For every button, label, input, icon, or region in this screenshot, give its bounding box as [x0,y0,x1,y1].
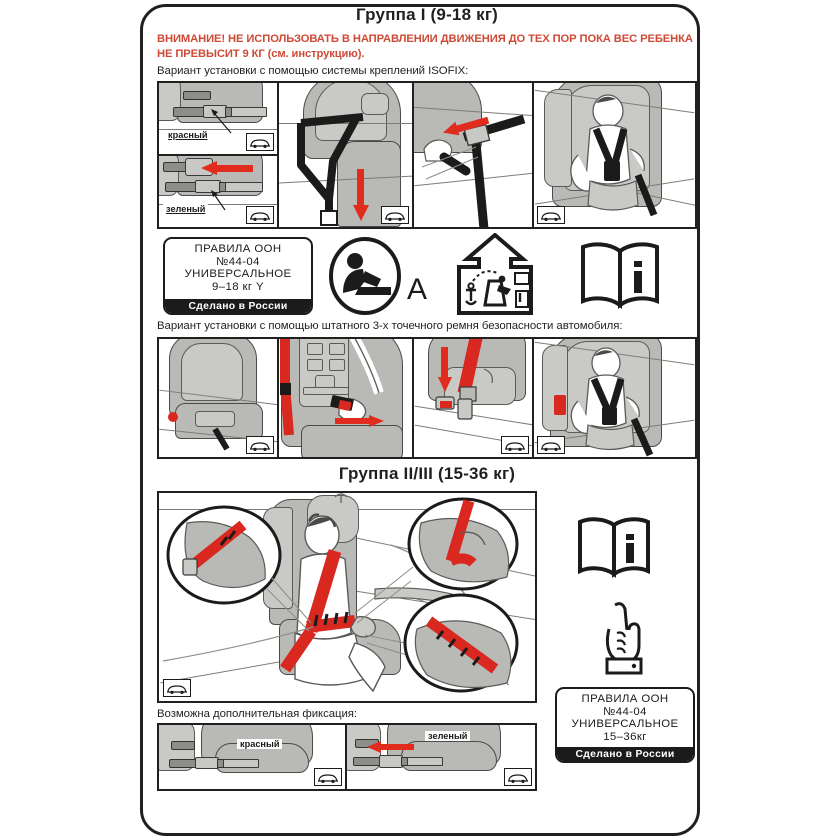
panel-isofix-green: зеленый [159,156,277,227]
group23-extra-caption: Возможна дополнительная фиксация: [157,708,358,721]
car-icon [163,679,191,698]
made-in-russia: Сделано в России [165,299,311,314]
panel-extra-red: красный [159,725,348,790]
top-tether-anchor-icon [449,232,541,317]
panel-top-tether-strap [279,83,414,228]
cert-line-2: №44-04 [216,255,260,268]
car-icon [246,206,274,225]
car-icon [504,768,532,787]
label-green-extra: зеленый [425,731,471,742]
group1-title-text: Группа I (9-18 кг) [355,5,499,24]
group23-title-text: Группа II/III (15-36 кг) [338,464,516,484]
group1-isofix-caption: Вариант установки с помощью системы креп… [157,64,469,77]
isofix-class-letter: A [407,273,428,307]
panel-child-secured-belt [534,339,695,458]
car-icon [314,768,343,787]
panel-isofix-red: красный [159,83,277,157]
group1-isofix-panels: красный [157,81,697,230]
car-icon [537,436,565,455]
manual-book-icon [577,235,663,315]
car-icon [501,436,529,455]
certification-plate-group23: ПРАВИЛА ООН №44-04 УНИВЕРСАЛЬНОЕ 15–36кг… [555,687,695,764]
cert-line-3: УНИВЕРСАЛЬНОЕ [184,268,292,281]
child-in-seat-icon [329,237,407,316]
cert2-line-1: ПРАВИЛА ООН [581,693,669,706]
arrow-right-icon [335,415,385,428]
panel-tether-tension [414,83,534,228]
panel-isofix-connectors: красный [159,83,279,228]
cert2-line-3: УНИВЕРСАЛЬНОЕ [571,718,679,731]
label-content: Группа I (9-18 кг) ВНИМАНИЕ! НЕ ИСПОЛЬЗО… [157,5,697,834]
arrow-down-icon [353,169,369,222]
arrow-down-icon [438,347,452,393]
label-red-extra: красный [237,739,283,750]
label-green-isofix: зеленый [163,204,209,215]
car-icon [537,206,565,225]
certification-plate-group1: ПРАВИЛА ООН №44-04 УНИВЕРСАЛЬНОЕ 9–18 кг… [163,237,313,316]
panel-belt-routing [279,339,414,458]
cert-line-4: 9–18 кг Y [211,281,264,294]
arrow-left-icon [367,741,415,754]
cert-line-1: ПРАВИЛА ООН [194,243,282,256]
car-icon [381,206,409,225]
group1-belt-caption: Вариант установки с помощью штатного 3-х… [157,320,623,333]
panel-extra-green: зеленый [347,725,535,790]
label-red-isofix: красный [165,130,211,141]
arrow-left-icon [201,161,253,176]
panel-seat-placement [159,339,279,458]
group1-warning-text: ВНИМАНИЕ! НЕ ИСПОЛЬЗОВАТЬ В НАПРАВЛЕНИИ … [157,33,693,60]
pointing-finger-icon [597,599,647,675]
manual-book-icon-2 [575,511,653,583]
panel-group23-main [157,491,537,704]
group23-extra-panels: красный [157,723,537,792]
cert2-line-2: №44-04 [603,705,647,718]
group23-body: ПРАВИЛА ООН №44-04 УНИВЕРСАЛЬНОЕ 15–36кг… [157,491,697,792]
made-in-russia-2: Сделано в России [557,747,693,762]
panel-belt-lock [414,339,534,458]
group1-badges-row: ПРАВИЛА ООН №44-04 УНИВЕРСАЛЬНОЕ 9–18 кг… [157,232,697,321]
car-icon [246,133,274,152]
car-icon [246,436,274,455]
cert2-line-4: 15–36кг [603,730,647,743]
panel-child-secured-isofix [534,83,695,228]
group1-belt-panels [157,337,697,460]
group1-title: Группа I (9-18 кг) [157,5,697,28]
group23-title: Группа II/III (15-36 кг) [157,465,697,491]
